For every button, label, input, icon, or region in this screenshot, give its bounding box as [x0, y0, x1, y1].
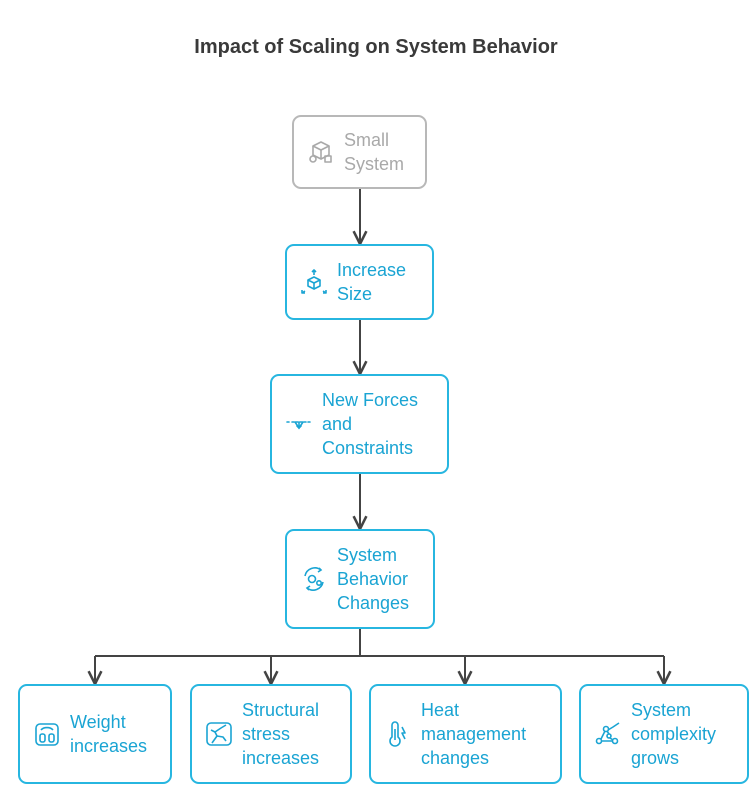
diagram-title: Impact of Scaling on System Behavior — [194, 36, 558, 58]
node-label: System complexity grows — [631, 700, 717, 768]
node-label: Heat management changes — [421, 700, 527, 768]
node-new-forces: New Forces and Constraints — [270, 374, 449, 474]
thermometer-icon — [383, 719, 413, 749]
node-label: Weight increases — [70, 712, 148, 756]
boxes-icon — [306, 137, 336, 167]
node-complexity: System complexity grows — [579, 684, 749, 784]
crack-icon — [204, 719, 234, 749]
node-label: New Forces and Constraints — [322, 390, 419, 458]
arrows-forces-icon — [284, 409, 314, 439]
network-icon — [593, 719, 623, 749]
node-behavior-changes: System Behavior Changes — [285, 529, 435, 629]
node-label: System Behavior Changes — [337, 545, 410, 613]
node-label: Increase Size — [337, 260, 407, 304]
node-weight: Weight increases — [18, 684, 172, 784]
node-heat: Heat management changes — [369, 684, 562, 784]
node-label: Structural stress increases — [242, 700, 320, 768]
node-stress: Structural stress increases — [190, 684, 352, 784]
gears-cycle-icon — [299, 564, 329, 594]
node-label: Small System — [344, 130, 405, 174]
node-small-system: Small System — [292, 115, 427, 189]
node-increase-size: Increase Size — [285, 244, 434, 320]
scale-icon — [32, 719, 62, 749]
cube-expand-icon — [299, 267, 329, 297]
